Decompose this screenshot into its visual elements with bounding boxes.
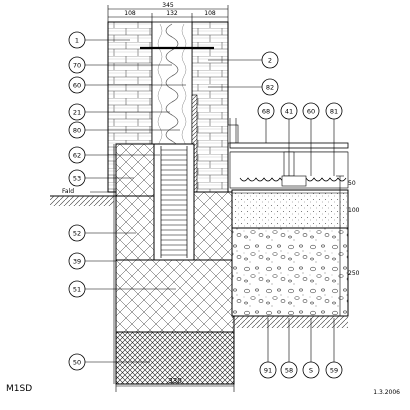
slab-insulation-wave (239, 177, 347, 182)
callout-bottom-58: 58 (280, 318, 298, 379)
svg-text:41: 41 (285, 107, 293, 115)
insulation-ladder (160, 146, 188, 258)
svg-text:39: 39 (73, 257, 81, 265)
callouts: 1 70 60 21 80 62 53 52 39 51 50 2 82 68 41 60 81 91 58 S 59 (68, 31, 343, 379)
masonry-wall (107, 21, 239, 194)
callout-top-60: 60 (302, 102, 320, 176)
callout-top-81: 81 (325, 102, 343, 176)
dim-top-seg-3: 108 (204, 10, 216, 17)
svg-text:1: 1 (75, 36, 79, 44)
callout-left-52: 52 (68, 224, 136, 242)
outside-ground (50, 191, 116, 206)
callout-left-70: 70 (68, 56, 172, 74)
svg-text:S: S (309, 366, 313, 374)
svg-text:51: 51 (73, 285, 81, 293)
callout-left-21: 21 (68, 103, 170, 121)
svg-text:50: 50 (73, 358, 81, 366)
dim-top-total: 345 (162, 2, 174, 9)
callout-left-53: 53 (68, 169, 134, 187)
svg-text:82: 82 (266, 83, 274, 91)
callout-left-1: 1 (68, 31, 130, 49)
dim-top-seg-1: 108 (124, 10, 136, 17)
drawing-code: M1SD (6, 384, 33, 394)
callout-bottom-S: S (302, 318, 320, 379)
svg-text:80: 80 (73, 126, 81, 134)
svg-text:60: 60 (307, 107, 315, 115)
svg-text:21: 21 (73, 108, 81, 116)
svg-text:81: 81 (330, 107, 338, 115)
svg-text:60: 60 (73, 81, 81, 89)
svg-text:59: 59 (330, 366, 338, 374)
dim-right-1: 50 (348, 180, 356, 187)
callout-left-80: 80 (68, 121, 180, 139)
dim-right-3: 250 (348, 270, 360, 277)
callout-bottom-91: 91 (259, 318, 277, 379)
callout-bottom-59: 59 (325, 318, 343, 379)
callout-top-68: 68 (257, 102, 275, 143)
callout-left-50: 50 (68, 353, 150, 371)
svg-text:91: 91 (264, 366, 272, 374)
dim-right-2: 100 (348, 207, 360, 214)
dim-bottom-total: 330 (168, 377, 181, 385)
callout-left-60: 60 (68, 76, 186, 94)
svg-text:58: 58 (285, 366, 293, 374)
drawing-date: 1.3.2006 (373, 389, 400, 396)
callout-left-51: 51 (68, 280, 176, 298)
svg-text:68: 68 (262, 107, 270, 115)
svg-text:53: 53 (73, 174, 81, 182)
svg-text:62: 62 (73, 151, 81, 159)
callout-top-41: 41 (280, 102, 298, 176)
callout-right-2: 2 (208, 51, 279, 69)
dimension-lines (107, 5, 344, 392)
callout-left-39: 39 (68, 252, 116, 270)
ground-label: Fald (62, 188, 74, 195)
callout-left-62: 62 (68, 146, 160, 164)
svg-text:2: 2 (268, 56, 272, 64)
callout-right-82: 82 (208, 78, 279, 96)
dim-top-seg-2: 132 (166, 10, 178, 17)
svg-text:52: 52 (73, 229, 81, 237)
foundation (113, 143, 235, 385)
svg-text:70: 70 (73, 61, 81, 69)
